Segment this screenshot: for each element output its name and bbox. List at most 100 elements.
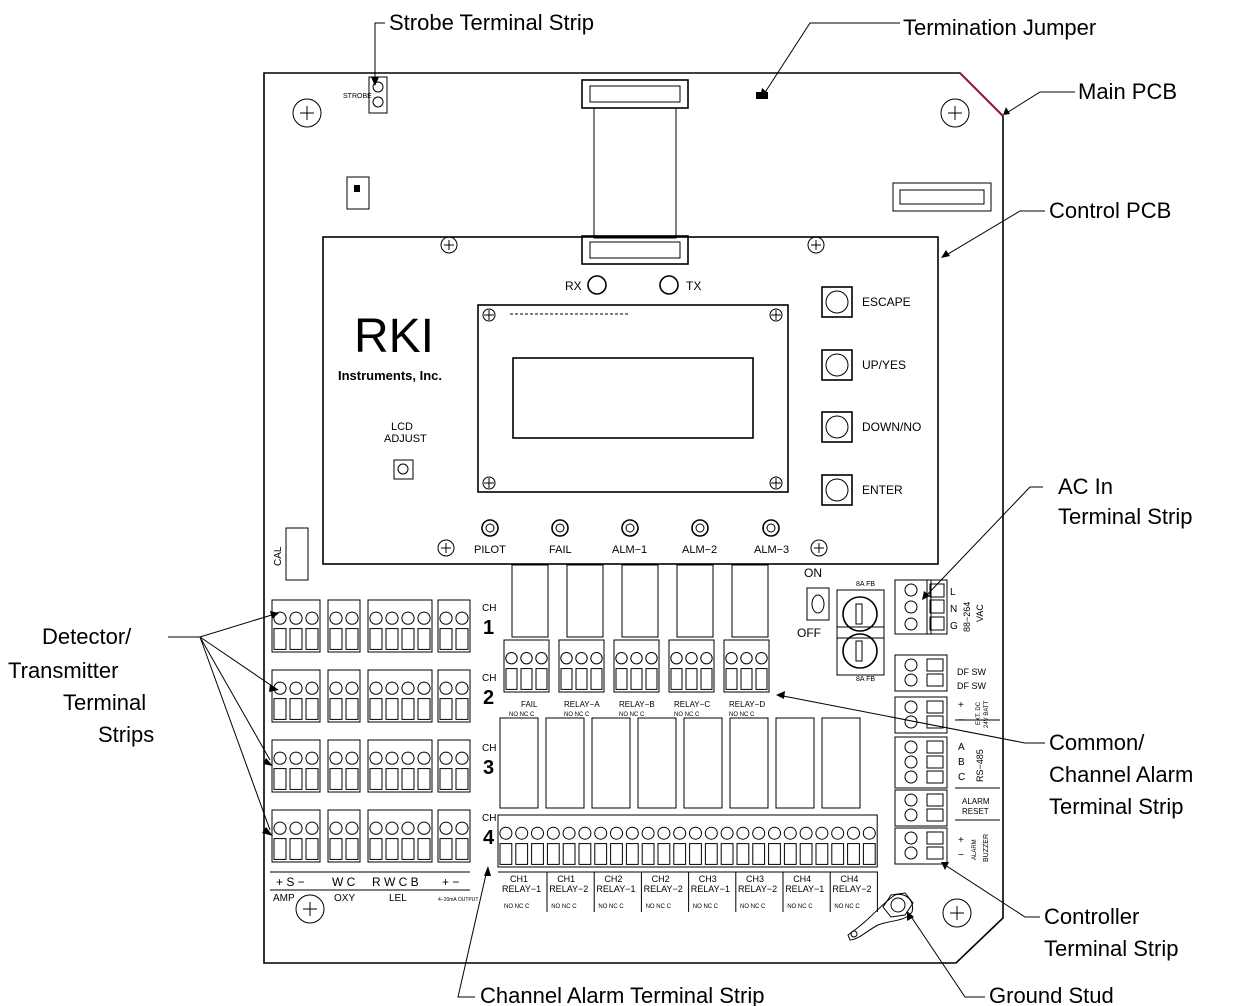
escape-button[interactable] — [821, 286, 853, 318]
terminal-block — [894, 789, 948, 827]
ch-label: CH — [482, 603, 496, 614]
terminal-screw-icon — [289, 611, 303, 625]
ch-relay-label: RELAY−1 — [691, 884, 730, 894]
ch-relay-label: RELAY−2 — [832, 884, 871, 894]
terminal-screw-icon — [455, 681, 469, 695]
terminal-block — [271, 809, 321, 863]
ch-relay-label: CH3 — [699, 874, 717, 884]
terminal-screw-icon — [439, 821, 453, 835]
terminal-screw-icon — [704, 826, 718, 840]
mounting-hole-icon — [437, 236, 828, 557]
relay-contacts: NO NC C — [674, 712, 700, 718]
rx-led-icon — [587, 275, 607, 295]
main-pcb-outline — [263, 72, 1004, 964]
relay-contacts: NO NC C — [834, 904, 860, 910]
terminal-block — [327, 809, 361, 863]
terminal-screw-icon — [755, 652, 768, 665]
ribbon-cable — [593, 107, 677, 239]
callout-strobe: Strobe Terminal Strip — [389, 10, 594, 35]
ctrl-label-buzz-plus: + — [958, 835, 964, 846]
escape-button-label: ESCAPE — [862, 295, 911, 309]
terminal-block — [613, 639, 660, 693]
relay-contacts: NO NC C — [646, 904, 672, 910]
strobe-pcb-label: STROBE — [343, 93, 372, 100]
terminal-screw-icon — [455, 751, 469, 765]
terminal-screw-icon — [329, 681, 343, 695]
ac-n-label: N — [950, 604, 957, 615]
up-yes-button[interactable] — [821, 349, 853, 381]
callout-detector-2: Transmitter — [8, 658, 118, 683]
relay-contacts: NO NC C — [740, 904, 766, 910]
terminal-screw-icon — [560, 652, 573, 665]
terminal-block — [271, 669, 321, 723]
terminal-block — [271, 599, 321, 653]
callout-common-2: Channel Alarm — [1049, 762, 1193, 787]
callout-ac-in-2: Terminal Strip — [1058, 504, 1192, 529]
rx-label: RX — [565, 279, 582, 293]
terminal-screw-icon — [289, 681, 303, 695]
terminal-screw-icon — [767, 826, 782, 840]
ch-relay-label: CH4 — [793, 874, 811, 884]
terminal-screw-icon — [685, 652, 698, 665]
terminal-block — [367, 599, 433, 653]
terminal-screw-icon — [305, 821, 319, 835]
relay-contacts: NO NC C — [693, 904, 719, 910]
relay-blocks-top — [511, 564, 769, 638]
lcd-adjust-pot[interactable] — [393, 459, 414, 480]
lel-terminal-labels: R W C B — [372, 875, 419, 889]
terminal-screw-icon — [904, 831, 918, 845]
callout-controller-2: Terminal Strip — [1044, 936, 1178, 961]
terminal-screw-icon — [720, 826, 734, 840]
terminal-block — [327, 599, 361, 653]
terminal-screw-icon — [700, 652, 713, 665]
enter-button[interactable] — [821, 474, 853, 506]
terminal-block — [894, 736, 948, 789]
ribbon-connector-top — [581, 79, 689, 109]
led-label-alm3: ALM−3 — [754, 544, 789, 556]
terminal-screw-icon — [783, 826, 797, 840]
terminal-screw-icon — [752, 826, 766, 840]
terminal-block — [723, 639, 770, 693]
oxy-terminal-labels: W C — [332, 875, 356, 889]
fuse-label: 8A FB — [856, 581, 875, 588]
terminal-screw-icon — [515, 826, 529, 840]
terminal-screw-icon — [904, 808, 918, 822]
terminal-block — [437, 669, 471, 723]
terminal-screw-icon — [385, 611, 399, 625]
relay-contacts: NO NC C — [504, 904, 530, 910]
lcd-module — [477, 304, 789, 493]
power-switch[interactable] — [806, 587, 830, 621]
terminal-screw-icon — [736, 826, 750, 840]
terminal-screw-icon — [417, 611, 431, 625]
terminal-screw-icon — [345, 681, 359, 695]
terminal-screw-icon — [417, 751, 431, 765]
amp-terminal-labels: + S − — [276, 875, 305, 889]
ch-relay-label: RELAY−2 — [644, 884, 683, 894]
terminal-block — [367, 669, 433, 723]
terminal-screw-icon — [904, 770, 918, 784]
brand-subtitle: Instruments, Inc. — [338, 368, 442, 383]
terminal-screw-icon — [673, 826, 687, 840]
ch-relay-label: CH3 — [746, 874, 764, 884]
ch-relay-label: RELAY−2 — [549, 884, 588, 894]
control-pcb — [322, 236, 939, 565]
terminal-screw-icon — [305, 611, 319, 625]
ac-in-terminal-strip — [894, 579, 948, 635]
terminal-screw-icon — [305, 681, 319, 695]
cal-label: CAL — [273, 546, 284, 566]
terminal-screw-icon — [520, 652, 533, 665]
terminal-screw-icon — [369, 611, 383, 625]
ac-g-label: G — [950, 621, 958, 632]
ac-vac-label: VAC — [975, 604, 985, 622]
small-component — [346, 176, 370, 210]
terminal-screw-icon — [657, 826, 671, 840]
terminal-block — [437, 599, 471, 653]
terminal-screw-icon — [535, 652, 548, 665]
terminal-screw-icon — [273, 611, 287, 625]
down-no-button[interactable] — [821, 411, 853, 443]
terminal-screw-icon — [615, 652, 628, 665]
callout-common-3: Terminal Strip — [1049, 794, 1183, 819]
terminal-screw-icon — [369, 751, 383, 765]
ctrl-label-dfsw1: DF SW — [957, 667, 987, 677]
